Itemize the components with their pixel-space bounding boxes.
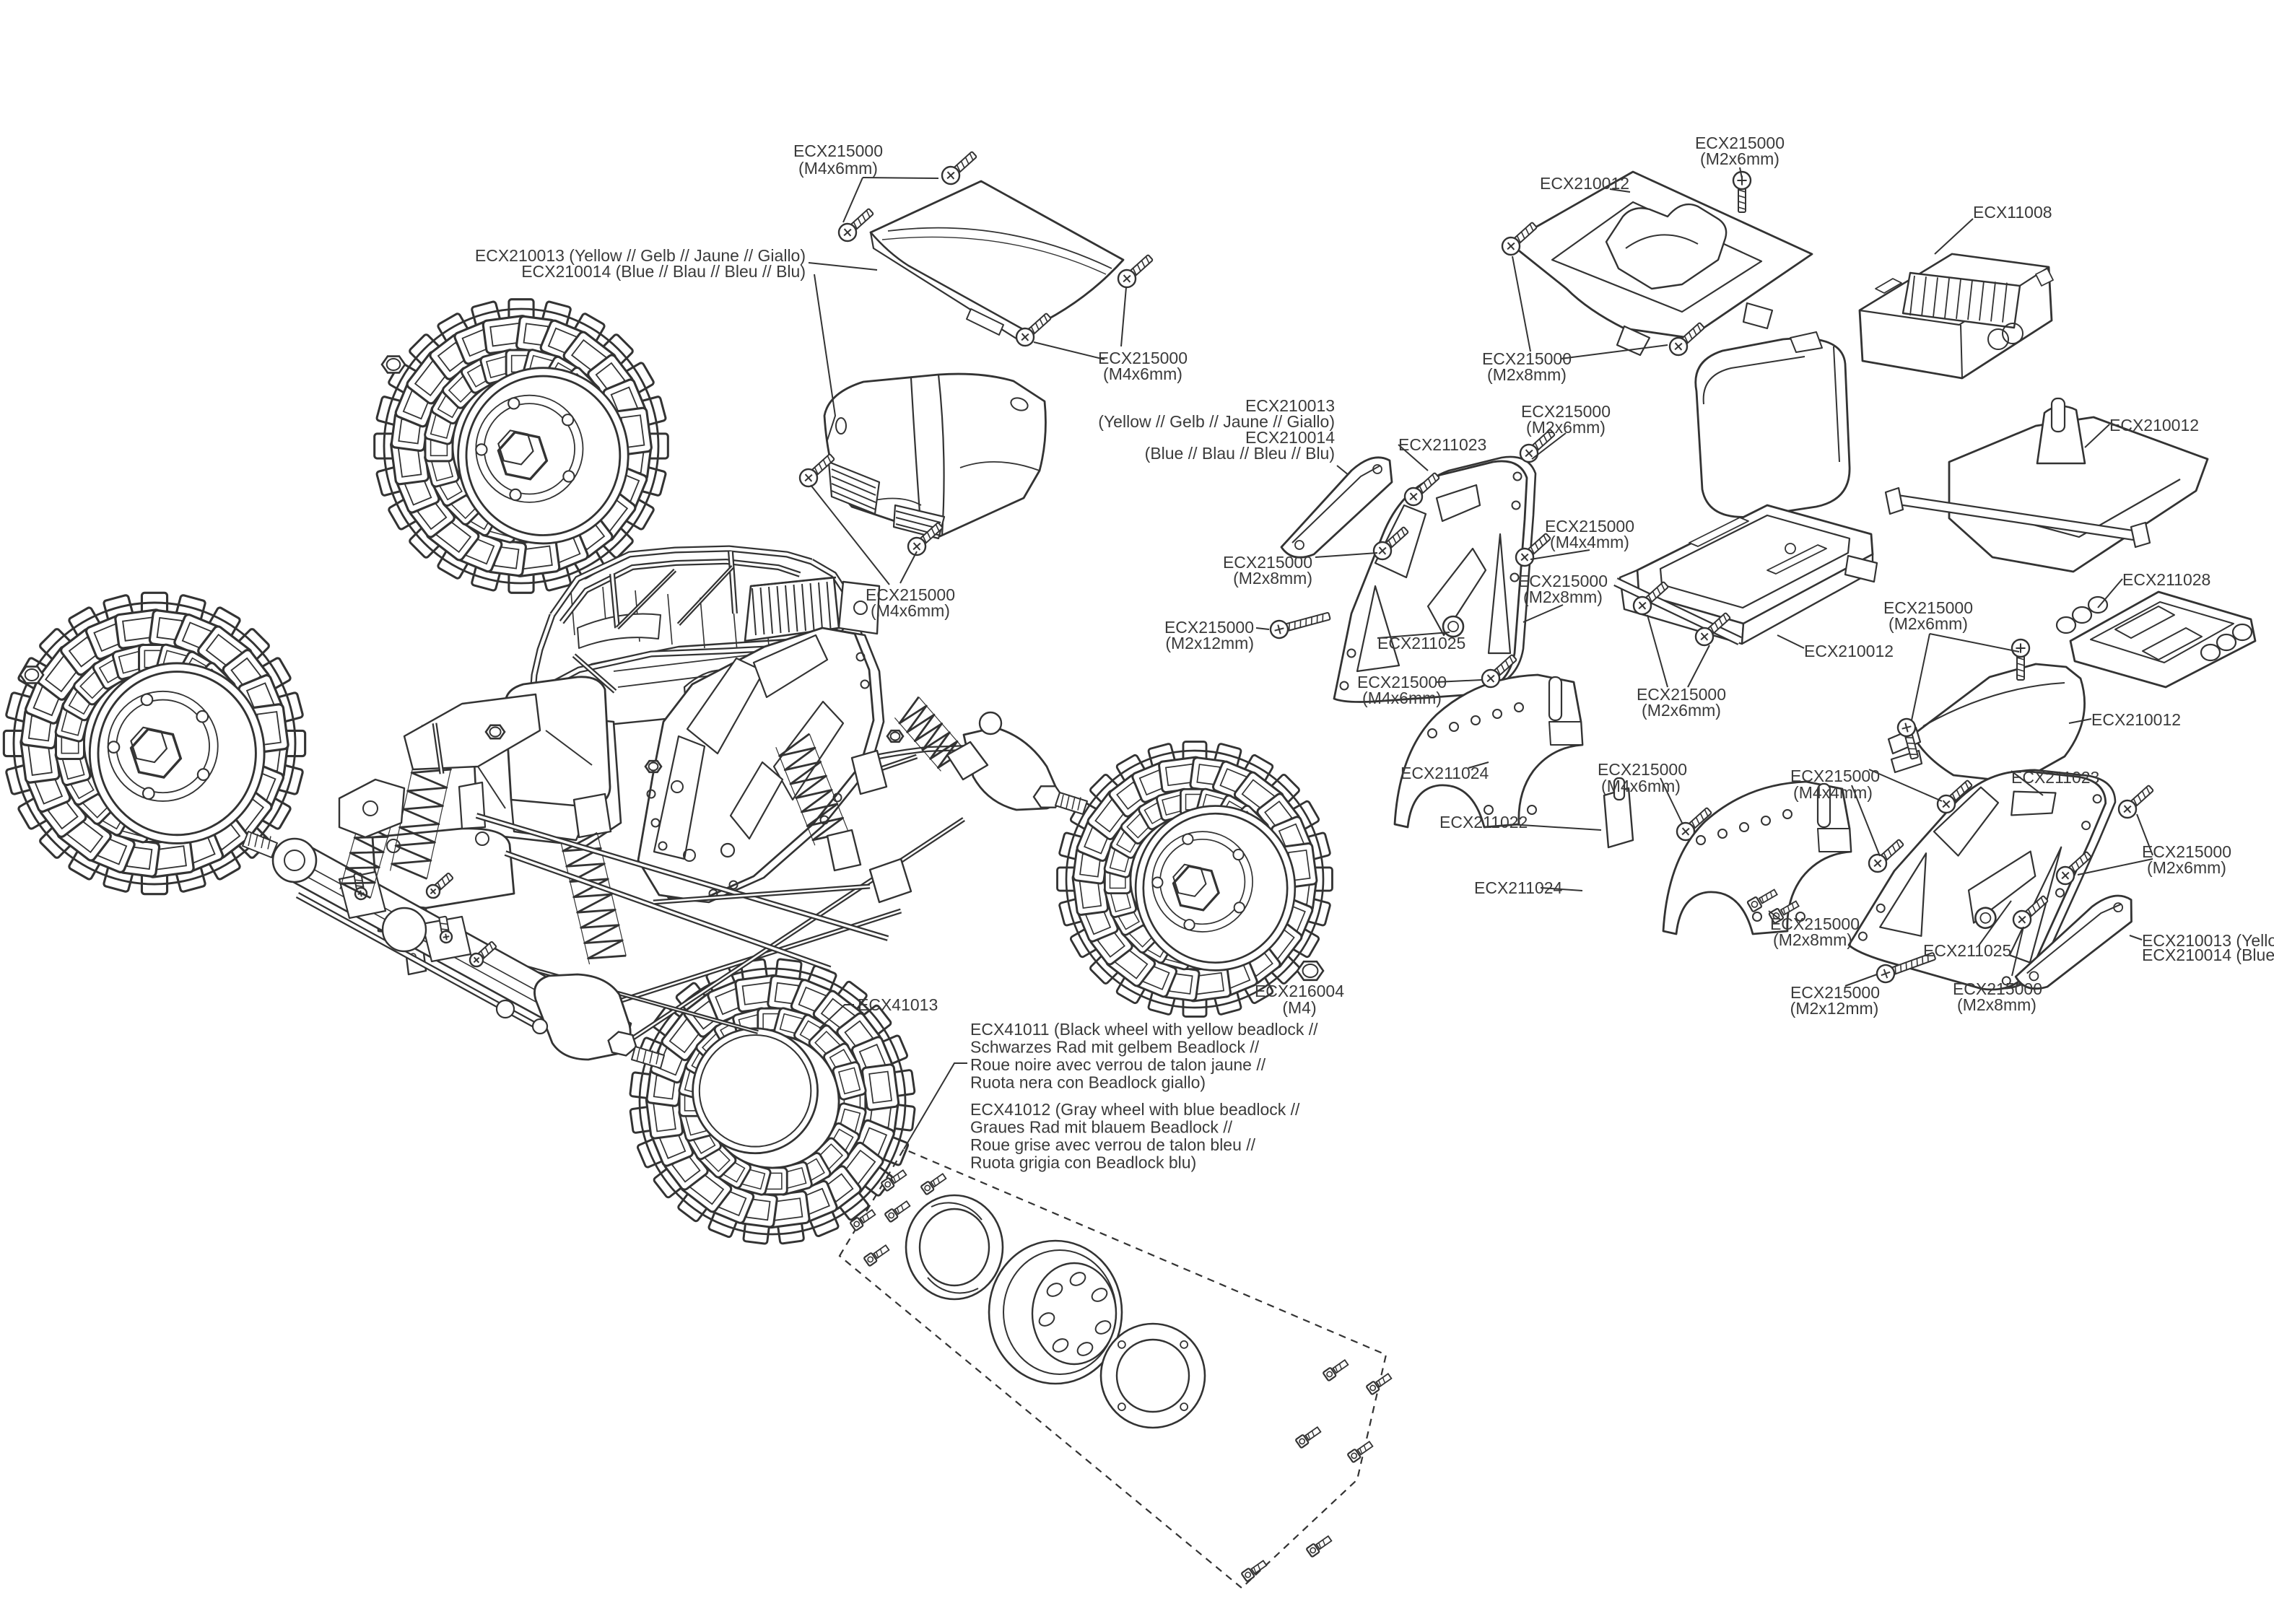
svg-text:(M2x6mm): (M2x6mm) [1700,149,1779,168]
svg-text:ECX215000: ECX215000 [1164,618,1254,637]
svg-text:ECX210014 (Blue // Blau // Ble: ECX210014 (Blue // Blau // Bleu // Blu) [521,262,806,281]
svg-text:ECX215000: ECX215000 [1770,914,1860,933]
svg-text:ECX215000: ECX215000 [866,585,955,604]
svg-text:ECX210012: ECX210012 [2109,416,2199,435]
svg-text:ECX215000: ECX215000 [1357,673,1447,691]
svg-text:(M4x6mm): (M4x6mm) [1601,777,1681,795]
svg-text:ECX215000: ECX215000 [1521,402,1611,421]
svg-text:ECX210013: ECX210013 [1245,396,1335,415]
svg-text:Roue noire avec verrou de talo: Roue noire avec verrou de talon jaune // [970,1055,1266,1074]
svg-text:(M2x6mm): (M2x6mm) [1642,701,1721,720]
svg-text:ECX215000: ECX215000 [1953,979,2042,998]
svg-text:Roue grise avec verrou de talo: Roue grise avec verrou de talon bleu // [970,1135,1256,1154]
svg-text:(M4x4mm): (M4x4mm) [1793,783,1873,802]
svg-text:(M2x12mm): (M2x12mm) [1165,634,1254,652]
svg-text:(M2x6mm): (M2x6mm) [1526,418,1606,437]
svg-text:ECX41011 (Black wheel with yel: ECX41011 (Black wheel with yellow beadlo… [970,1020,1318,1039]
svg-text:(M2x8mm): (M2x8mm) [1957,995,2036,1014]
svg-text:ECX215000: ECX215000 [1883,598,1973,617]
svg-text:ECX210012: ECX210012 [1804,642,1894,660]
svg-text:(M4x6mm): (M4x6mm) [1362,689,1442,707]
svg-text:ECX211024: ECX211024 [1400,764,1489,782]
svg-text:ECX210014: ECX210014 [1245,428,1335,447]
svg-text:(M4x6mm): (M4x6mm) [798,159,878,178]
svg-text:ECX215000: ECX215000 [1482,349,1572,368]
svg-text:ECX211028: ECX211028 [2122,570,2210,589]
svg-text:(M4x6mm): (M4x6mm) [871,601,950,620]
svg-text:ECX215000: ECX215000 [1637,685,1726,704]
svg-text:ECX210012: ECX210012 [2091,710,2181,729]
svg-text:(M2x6mm): (M2x6mm) [2147,858,2226,877]
svg-text:ECX41012 (Gray wheel with blue: ECX41012 (Gray wheel with blue beadlock … [970,1100,1300,1119]
svg-text:(M2x8mm): (M2x8mm) [1487,365,1567,384]
svg-text:ECX215000: ECX215000 [1695,134,1785,152]
svg-text:(M4x6mm): (M4x6mm) [1103,364,1182,383]
svg-text:(M4x4mm): (M4x4mm) [1550,533,1629,551]
svg-text:ECX210014 (Blue //: ECX210014 (Blue // [2142,946,2274,964]
svg-text:ECX215000: ECX215000 [1518,572,1608,590]
svg-text:(M4): (M4) [1282,998,1316,1017]
svg-text:(Yellow // Gelb // Jaune // Gi: (Yellow // Gelb // Jaune // Giallo) [1098,412,1335,431]
svg-text:(M2x8mm): (M2x8mm) [1523,588,1603,606]
svg-text:ECX211025: ECX211025 [1377,634,1465,652]
svg-text:ECX215000: ECX215000 [1598,760,1687,779]
svg-text:ECX215000: ECX215000 [793,141,883,160]
svg-text:ECX211022: ECX211022 [1439,813,1528,831]
svg-text:(Blue // Blau // Bleu // Blu): (Blue // Blau // Bleu // Blu) [1145,444,1335,463]
svg-text:ECX216004: ECX216004 [1255,982,1344,1000]
svg-text:ECX215000: ECX215000 [2142,842,2231,861]
svg-text:ECX41013: ECX41013 [858,995,938,1014]
svg-text:ECX211023: ECX211023 [2011,768,2099,787]
svg-text:ECX11008: ECX11008 [1973,203,2052,222]
svg-text:(M2x12mm): (M2x12mm) [1790,999,1879,1018]
svg-text:Schwarzes Rad mit gelbem Beadl: Schwarzes Rad mit gelbem Beadlock // [970,1038,1260,1057]
svg-text:Graues Rad mit blauem Beadlock: Graues Rad mit blauem Beadlock // [970,1118,1233,1137]
svg-text:ECX215000: ECX215000 [1098,349,1188,367]
svg-text:ECX211025: ECX211025 [1923,941,2011,960]
svg-text:Ruota grigia con Beadlock blu): Ruota grigia con Beadlock blu) [970,1153,1196,1172]
svg-text:ECX210013 (Yellow /: ECX210013 (Yellow / [2142,931,2274,950]
svg-text:(M2x6mm): (M2x6mm) [1889,614,1968,633]
svg-text:ECX215000: ECX215000 [1790,767,1880,785]
svg-text:ECX210012: ECX210012 [1540,174,1629,193]
svg-text:(M2x8mm): (M2x8mm) [1773,930,1852,949]
svg-text:ECX215000: ECX215000 [1545,517,1634,536]
svg-text:ECX215000: ECX215000 [1790,983,1880,1002]
svg-text:ECX210013 (Yellow // Gelb // J: ECX210013 (Yellow // Gelb // Jaune // Gi… [475,246,806,265]
svg-text:Ruota nera con Beadlock giallo: Ruota nera con Beadlock giallo) [970,1073,1206,1092]
svg-text:ECX215000: ECX215000 [1223,553,1312,572]
svg-text:(M2x8mm): (M2x8mm) [1233,569,1312,588]
svg-text:ECX211023: ECX211023 [1398,435,1486,454]
svg-text:ECX211024: ECX211024 [1474,878,1563,897]
